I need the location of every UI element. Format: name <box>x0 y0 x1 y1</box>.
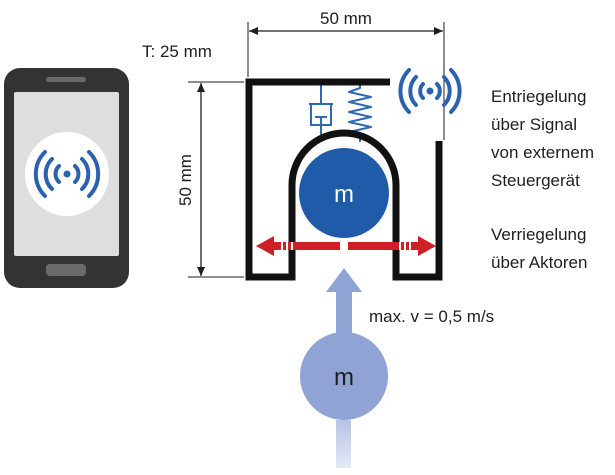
motion-arrow <box>326 268 362 345</box>
phone-speaker <box>46 77 86 82</box>
height-dimension: 50 mm <box>176 81 244 278</box>
locked-mass-label: m <box>334 181 354 208</box>
width-label: 50 mm <box>320 9 372 28</box>
wireless-signal-icon <box>398 68 462 114</box>
damper <box>309 82 333 142</box>
width-dimension: 50 mm <box>247 9 445 140</box>
height-label: 50 mm <box>176 154 195 206</box>
speed-label: max. v = 0,5 m/s <box>369 307 494 326</box>
moving-mass <box>300 332 388 420</box>
lock-description: Verriegelung über Aktoren <box>491 225 591 272</box>
locking-arrow-left <box>256 236 340 256</box>
housing <box>245 78 443 281</box>
wireless-signal-icon <box>33 150 101 198</box>
locking-arrow-right <box>348 236 436 256</box>
thickness-label: T: 25 mm <box>142 42 212 61</box>
smartphone <box>4 68 129 288</box>
locked-mass <box>299 148 389 238</box>
phone-home-button <box>46 264 86 276</box>
moving-mass-label: m <box>334 364 354 391</box>
unlock-description: Entriegelung über Signal von externem St… <box>491 87 599 190</box>
motion-trail <box>336 420 351 468</box>
